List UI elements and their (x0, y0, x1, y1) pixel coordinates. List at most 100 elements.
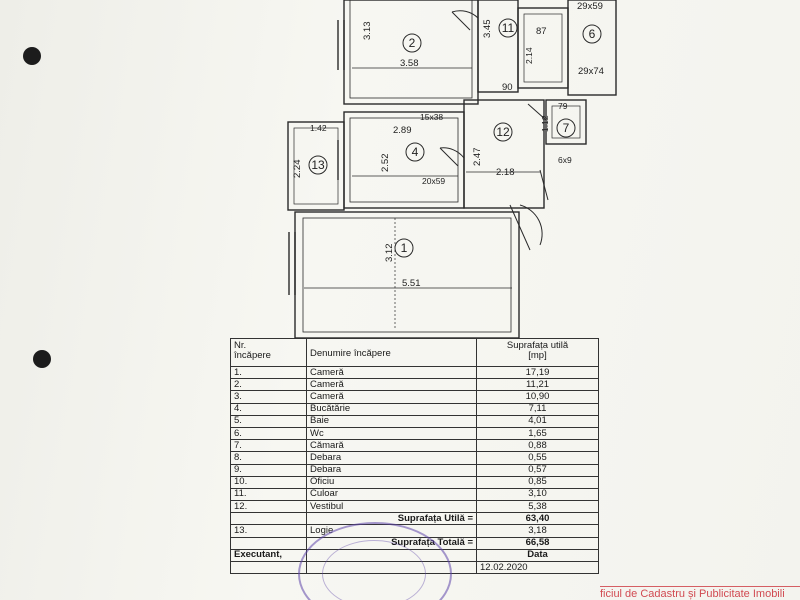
row-nr: 7. (230, 439, 307, 453)
room-label: 6 (589, 27, 596, 41)
suprafata-totala-value: 66,58 (476, 536, 599, 550)
punch-hole (33, 350, 51, 368)
row-nr: 4. (230, 402, 307, 416)
dimension-label: 2.52 (380, 154, 391, 173)
row-area: 1,65 (476, 426, 599, 441)
dimension-label: 1.12 (540, 115, 550, 132)
dimension-label: 3.12 (384, 244, 395, 263)
row-area: 7,11 (476, 402, 599, 416)
dimension-label: 29x74 (578, 66, 604, 77)
row-nr: 3. (230, 390, 307, 404)
row-name: Bucătărie (306, 402, 477, 416)
row-nr: 9. (230, 463, 307, 477)
row-name: Culoar (306, 487, 477, 502)
room-label: 13 (311, 158, 325, 172)
row-nr: 2. (230, 378, 307, 392)
row-name: Oficiu (306, 475, 477, 489)
row-name: Cameră (306, 390, 477, 404)
row-nr: 6. (230, 426, 307, 441)
red-stamp-text: ficiul de Cadastru și Publicitate Imobil… (600, 586, 800, 600)
dimension-label: 29x59 (577, 1, 603, 12)
row-name: Debara (306, 451, 477, 465)
row-area: 3,18 (476, 524, 599, 538)
row-nr: 10. (230, 475, 307, 489)
row-nr: 1. (230, 365, 307, 380)
row-area: 5,38 (476, 500, 599, 514)
dimension-label: 3.13 (362, 22, 373, 41)
empty-cell (230, 560, 307, 575)
col-header-nr: Nr. încăpere (230, 338, 307, 367)
row-area: 0,57 (476, 463, 599, 477)
row-area: 11,21 (476, 378, 599, 392)
dimension-label: 90 (502, 82, 513, 93)
data-label: Data (476, 548, 599, 563)
table-row: Suprafața Utilă = 63,40 (230, 512, 599, 526)
date-value: 12.02.2020 (476, 560, 599, 575)
dimension-label: 5.51 (402, 278, 421, 289)
header-unit-text: [mp] (528, 350, 547, 361)
room-label: 4 (412, 145, 419, 159)
row-nr: 8. (230, 451, 307, 465)
dimension-label: 2.89 (393, 125, 412, 136)
row-name: Cămară (306, 439, 477, 453)
col-header-denumire: Denumire încăpere (306, 338, 477, 367)
header-suprafata-text: Suprafața utilă (506, 340, 569, 351)
dimension-label: 3.58 (400, 58, 419, 69)
row-nr: 5. (230, 414, 307, 428)
empty-cell (230, 536, 307, 550)
row-area: 0,55 (476, 451, 599, 465)
empty-cell (230, 512, 307, 526)
row-area: 0,88 (476, 439, 599, 453)
room-label: 2 (409, 36, 416, 50)
dimension-label: 15x38 (420, 112, 443, 122)
dimension-label: 20x59 (422, 176, 445, 186)
row-name: Debara (306, 463, 477, 477)
dimension-label: 3.45 (482, 20, 493, 39)
row-nr: 11. (230, 487, 307, 502)
row-area: 0,85 (476, 475, 599, 489)
room-label: 12 (496, 125, 510, 139)
dimension-label: 2.24 (292, 160, 303, 179)
round-stamp-inner (322, 540, 426, 600)
row-name: Wc (306, 426, 477, 441)
room-label: 7 (563, 121, 570, 135)
row-area: 4,01 (476, 414, 599, 428)
row-area: 17,19 (476, 365, 599, 380)
row-name: Cameră (306, 365, 477, 380)
dimension-label: 2.14 (524, 47, 534, 64)
row-nr: 13. (230, 524, 307, 538)
row-area: 3,10 (476, 487, 599, 502)
dimension-label: 2.18 (496, 167, 515, 178)
dimension-label: 87 (536, 26, 547, 37)
header-incapere-text: încăpere (234, 350, 271, 361)
dimension-label: 2.47 (472, 148, 483, 167)
dimension-label: 79 (558, 101, 568, 111)
header-nr-text: Nr. (234, 340, 247, 351)
dimension-label: 6x9 (558, 155, 572, 165)
suprafata-utila-value: 63,40 (476, 512, 599, 526)
row-name: Vestibul (306, 500, 477, 514)
row-name: Cameră (306, 378, 477, 392)
executant-label: Executant, (230, 548, 307, 563)
room-label: 1 (401, 241, 408, 255)
row-area: 10,90 (476, 390, 599, 404)
punch-hole (23, 47, 41, 65)
col-header-suprafata: Suprafața utilă [mp] (476, 338, 599, 367)
room-label: 11 (502, 21, 515, 35)
row-name: Baie (306, 414, 477, 428)
